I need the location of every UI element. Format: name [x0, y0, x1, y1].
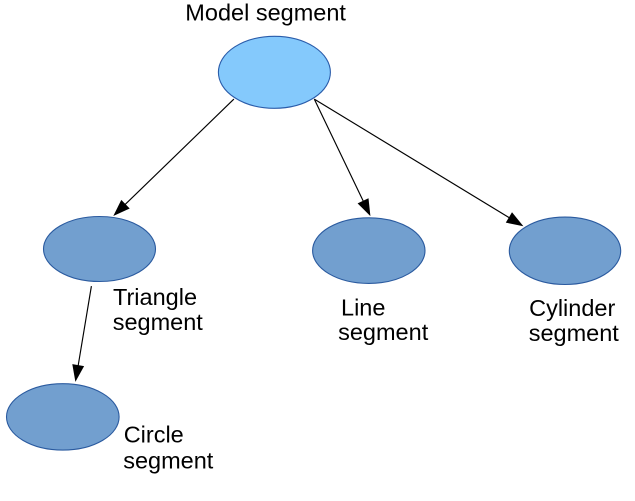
- svg-text:segment: segment: [113, 309, 204, 335]
- svg-text:Line: Line: [341, 295, 385, 321]
- svg-text:segment: segment: [529, 320, 620, 346]
- svg-text:segment: segment: [123, 447, 214, 473]
- svg-text:Model segment: Model segment: [185, 0, 346, 26]
- svg-text:Triangle: Triangle: [113, 284, 197, 310]
- svg-text:Cylinder: Cylinder: [529, 295, 615, 321]
- svg-text:Circle: Circle: [124, 422, 184, 448]
- svg-text:segment: segment: [338, 319, 429, 345]
